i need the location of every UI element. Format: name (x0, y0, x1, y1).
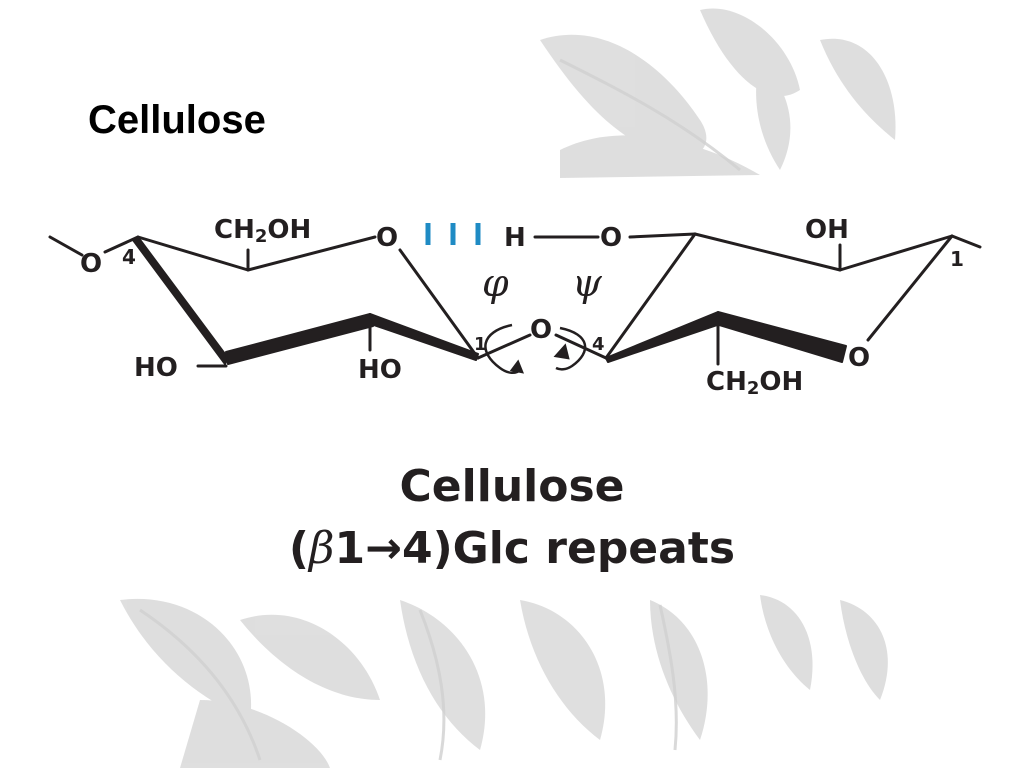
phi-torsion-label: φ (482, 261, 509, 305)
left-end-oxygen-label: O (80, 249, 102, 279)
caption-title: Cellulose (399, 461, 625, 512)
caption-paren: ( (288, 523, 310, 574)
left-ho-label: HO (134, 353, 178, 383)
left-c4-number-label: 4 (122, 245, 136, 269)
bottom-right-ch2oh-label: CH2OH (706, 367, 803, 399)
left-glucose-ring (48, 235, 532, 368)
middle-c1-number-label: 1 (474, 334, 487, 355)
diagram-caption: Cellulose (β1→4)Glc repeats (0, 456, 1024, 580)
top-left-ch2oh-label: CH2OH (214, 215, 311, 247)
cellulose-structure-diagram: O 4 CH2OH O H O OH 1 φ ψ O 1 4 HO HO O C… (48, 215, 982, 399)
rotation-arrows (484, 323, 587, 374)
middle-ho-label: HO (358, 355, 402, 385)
hydrogen-bond-h-label: H (504, 223, 526, 253)
caption-subtitle: (β1→4)Glc repeats (0, 518, 1024, 580)
psi-torsion-label: ψ (572, 261, 603, 305)
right-c1-number-label: 1 (950, 247, 964, 271)
caption-linkage-text: 1→4)Glc repeats (334, 523, 736, 574)
right-top-oxygen-label: O (600, 223, 622, 253)
slide-title: Cellulose (88, 98, 266, 142)
middle-c4-number-label: 4 (592, 334, 605, 355)
glycosidic-oxygen-label: O (530, 315, 552, 345)
left-ring-oxygen-label: O (376, 223, 398, 253)
right-ring-oxygen-label: O (848, 343, 870, 373)
top-right-oh-label: OH (805, 215, 849, 245)
hydrogen-bond-dashes (425, 223, 481, 245)
right-glucose-ring (533, 232, 982, 366)
caption-beta: β (309, 523, 335, 574)
